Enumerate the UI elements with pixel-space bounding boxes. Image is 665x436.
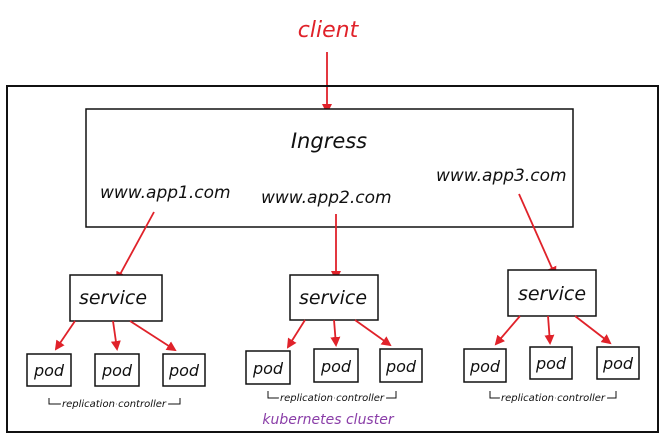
replication-controller-label-1: replication controller (62, 399, 167, 410)
service-box-2 (289, 274, 379, 321)
replication-controller-bracket-3 (489, 391, 617, 399)
service-box-1 (69, 274, 163, 322)
pod-label-2-1: pod (252, 359, 284, 378)
kubernetes-cluster-label: kubernetes cluster (262, 412, 394, 428)
pod-box-3-3 (596, 346, 640, 380)
ingress-label: Ingress (291, 129, 367, 153)
service1-to-pod1-arrow (54, 320, 76, 351)
app3-to-service-arrow (518, 193, 557, 277)
pod-label-3-3: pod (602, 354, 634, 373)
pod-label-3-1: pod (469, 357, 501, 376)
service-label-2: service (299, 287, 367, 309)
pod-box-3-1 (463, 348, 507, 383)
ingress-host-app2: www.app2.com (261, 188, 392, 208)
client-label: client (298, 18, 360, 43)
app1-to-service-arrow (116, 211, 155, 282)
replication-controller-bracket-2 (267, 391, 397, 399)
pod-box-2-2 (313, 348, 359, 383)
pod-box-3-2 (529, 346, 573, 380)
ingress-box (85, 108, 574, 228)
service3-to-pod2-arrow (544, 315, 555, 345)
service-label-1: service (79, 287, 147, 309)
pod-box-2-1 (245, 350, 291, 385)
service1-to-pod3-arrow (129, 320, 177, 352)
service2-to-pod1-arrow (286, 319, 306, 349)
service2-to-pod3-arrow (354, 319, 392, 347)
replication-controller-label-2: replication controller (280, 393, 385, 404)
replication-controller-bracket-1 (48, 398, 181, 405)
service-label-3: service (518, 283, 586, 305)
replication-controller-label-3: replication controller (501, 393, 606, 404)
pod-label-1-3: pod (168, 361, 200, 380)
service2-to-pod2-arrow (330, 319, 341, 347)
pod-box-1-3 (162, 353, 206, 387)
service-box-3 (507, 269, 597, 317)
pod-label-3-2: pod (535, 354, 567, 373)
ingress-host-app1: www.app1.com (100, 183, 231, 203)
service1-to-pod2-arrow (110, 320, 121, 351)
pod-box-2-3 (379, 348, 423, 383)
pod-box-1-2 (94, 353, 140, 387)
kubernetes-cluster-box (6, 85, 659, 433)
pod-label-1-2: pod (101, 361, 133, 380)
pod-label-2-2: pod (320, 357, 352, 376)
pod-label-1-1: pod (33, 361, 65, 380)
pod-box-1-1 (26, 353, 72, 387)
ingress-host-app3: www.app3.com (436, 166, 567, 186)
pod-label-2-3: pod (385, 357, 417, 376)
service3-to-pod1-arrow (494, 315, 521, 346)
service3-to-pod3-arrow (574, 315, 612, 345)
